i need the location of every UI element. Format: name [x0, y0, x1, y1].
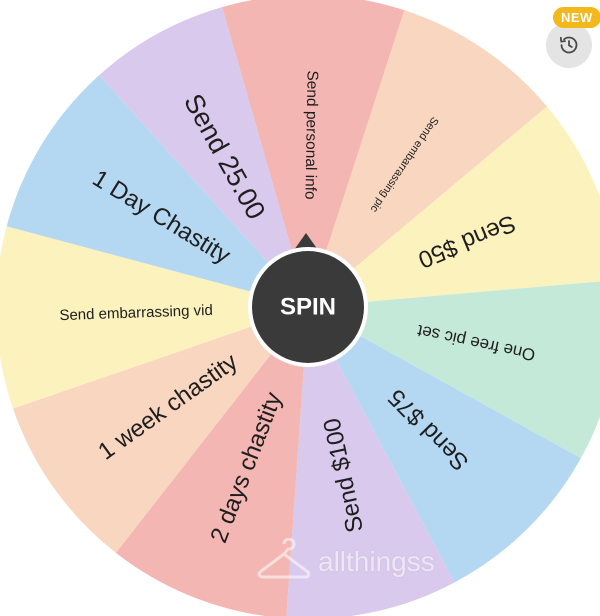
- wheel-segment: [308, 307, 581, 583]
- new-badge: NEW: [553, 7, 600, 28]
- wheel-segment: [286, 307, 455, 616]
- wheel-segment: [99, 7, 308, 307]
- wheel-segment-label: Send personal info: [301, 70, 320, 200]
- wheel-segment: [308, 10, 548, 308]
- history-button[interactable]: [546, 22, 592, 68]
- wheel-segment: [308, 281, 600, 459]
- history-icon: [559, 36, 578, 54]
- spin-label: SPIN: [280, 294, 336, 321]
- wheel-segment: [308, 106, 600, 307]
- spin-button[interactable]: SPIN: [248, 233, 368, 367]
- spin-button-circle: [252, 251, 364, 363]
- wheel-segment-label: Send embarrassing vid: [59, 302, 213, 324]
- wheel-segment: [222, 0, 405, 307]
- wheel-segment: [6, 75, 309, 307]
- wheel-segment: [0, 226, 308, 409]
- wheel-segment: [12, 307, 309, 553]
